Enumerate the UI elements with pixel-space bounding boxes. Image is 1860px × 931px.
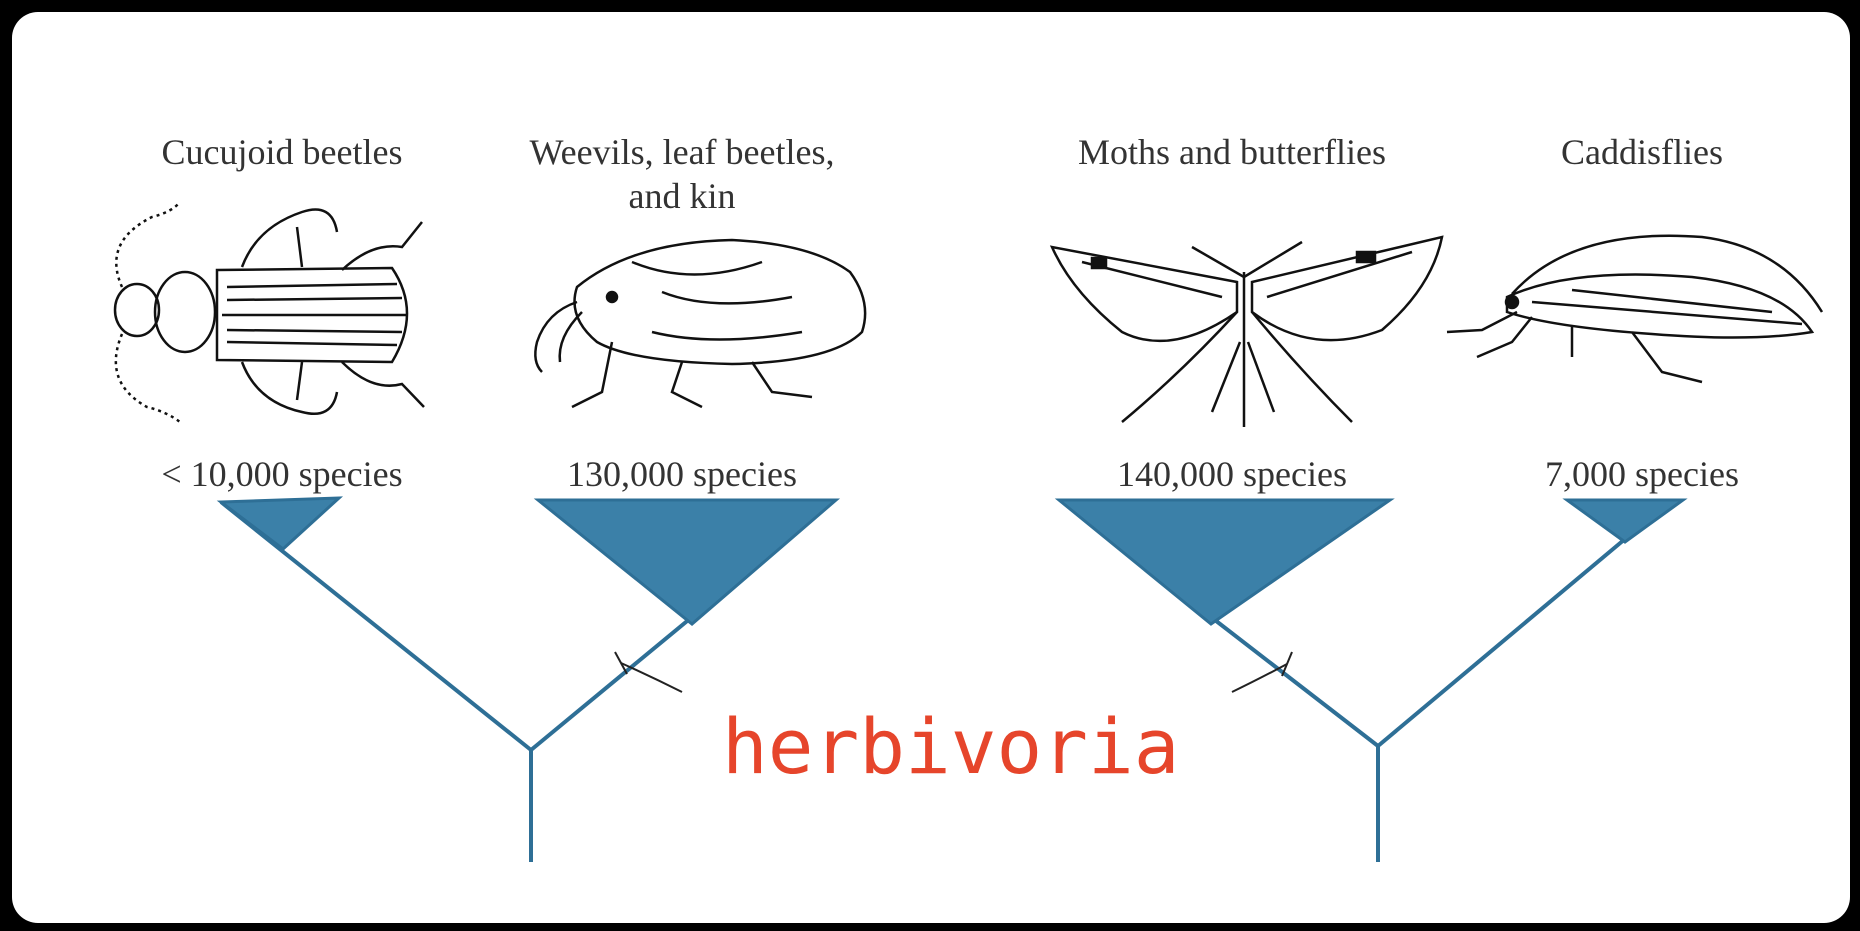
clade-weevil <box>538 500 836 624</box>
species-count-caddisfly: 7,000 species <box>1512 452 1772 496</box>
species-count-moth: 140,000 species <box>1042 452 1422 496</box>
clade-moth <box>1059 500 1390 624</box>
leader-line-right <box>1232 664 1287 692</box>
species-count-cucujoid: < 10,000 species <box>122 452 442 496</box>
clade-caddisfly <box>1567 500 1683 542</box>
taxon-name-weevil: Weevils, leaf beetles, <box>512 130 852 174</box>
right-branch-caddisfly <box>1378 539 1625 746</box>
beetle-icon <box>115 202 424 422</box>
species-count-weevil: 130,000 species <box>512 452 852 496</box>
right-branch-moth <box>1211 617 1378 746</box>
left-branch-weevil <box>531 617 692 750</box>
caddisfly-icon <box>1447 236 1822 382</box>
moth-icon <box>1052 237 1442 427</box>
taxon-name-caddisfly: Caddisflies <box>1522 130 1762 174</box>
weevil-icon <box>535 240 865 407</box>
taxon-name-moth: Moths and butterflies <box>1042 130 1422 174</box>
herbivory-markers <box>615 652 1292 692</box>
taxon-name-cucujoid: Cucujoid beetles <box>122 130 442 174</box>
clade-cucujoid <box>221 498 339 549</box>
left-branch-cucujoid <box>221 502 531 750</box>
diagram-card: Cucujoid beetles Weevils, leaf beetles, … <box>12 12 1850 923</box>
taxon-name-weevil-line2: and kin <box>512 174 852 218</box>
right-tree <box>1211 539 1625 862</box>
leader-line-left <box>621 663 682 692</box>
herbivory-annotation: herbivoria <box>722 702 1180 791</box>
